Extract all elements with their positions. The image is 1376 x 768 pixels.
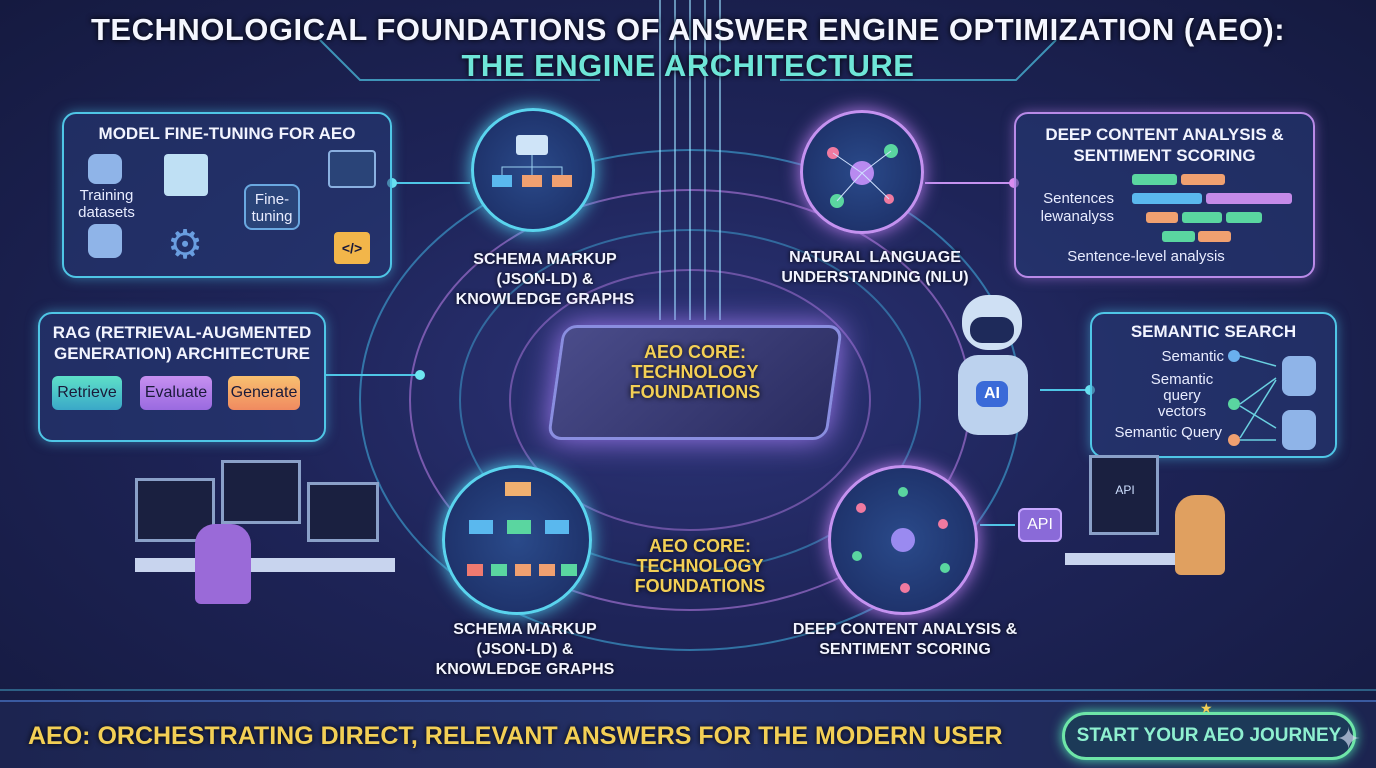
nlu-node — [800, 110, 924, 234]
deep-content-panel: DEEP CONTENT ANALYSIS & SENTIMENT SCORIN… — [1014, 112, 1315, 278]
analysis-label: lewanalyss — [1040, 208, 1114, 225]
sentence-bar — [1182, 212, 1222, 223]
desk — [135, 558, 395, 572]
schema-graph-node-top — [471, 108, 595, 232]
fine-tuning-panel: MODEL FINE-TUNING FOR AEO Training datas… — [62, 112, 392, 278]
sparkle-watermark-icon: ✦ — [1336, 723, 1362, 756]
generate-step: Generate — [228, 376, 300, 410]
core-lower-label: AEO CORE: TECHNOLOGY FOUNDATIONS — [634, 536, 766, 596]
ai-badge: AI — [976, 381, 1008, 407]
deep-content-node — [828, 465, 978, 615]
sentences-label: Sentences — [1043, 190, 1114, 207]
fine-tuning-title: MODEL FINE-TUNING FOR AEO — [98, 124, 356, 143]
chat-output-icon — [328, 150, 376, 188]
core-chip-label: AEO CORE: TECHNOLOGY FOUNDATIONS — [629, 342, 761, 402]
database-icon — [88, 224, 122, 258]
sentence-level-caption: Sentence-level analysis — [1067, 248, 1225, 265]
monitor — [307, 482, 379, 542]
sentence-bar — [1162, 231, 1195, 242]
rag-panel: RAG (RETRIEVAL-AUGMENTED GENERATION) ARC… — [38, 312, 326, 442]
api-badge: API — [1018, 508, 1062, 542]
start-journey-button[interactable]: START YOUR AEO JOURNEY — [1062, 712, 1356, 760]
ai-robot: AI — [950, 295, 1040, 495]
sentence-bar — [1132, 193, 1202, 204]
rag-title: RAG (RETRIEVAL-AUGMENTED GENERATION) ARC… — [52, 323, 312, 363]
query-vectors-input: Semantic query vectors — [1150, 371, 1214, 420]
semantic-search-panel: SEMANTIC SEARCH Semantic Semantic query … — [1090, 312, 1337, 458]
developer-person — [195, 524, 251, 604]
sparkle-icon: ★ — [1200, 700, 1213, 716]
title-line1: TECHNOLOGICAL FOUNDATIONS OF ANSWER ENGI… — [90, 12, 1286, 47]
sentence-bar — [1146, 212, 1178, 223]
semantic-input: Semantic — [1161, 348, 1224, 365]
database-icon — [88, 154, 122, 184]
sentence-bar — [1226, 212, 1262, 223]
network-icon — [852, 487, 950, 593]
analyst-person — [1175, 495, 1225, 575]
schema-graph-node-bottom — [442, 465, 592, 615]
nlu-label: NATURAL LANGUAGE UNDERSTANDING (NLU) — [781, 249, 969, 286]
semantic-query-input: Semantic Query — [1114, 424, 1222, 441]
training-datasets-label: Training datasets — [78, 187, 135, 221]
sentence-bar — [1198, 231, 1231, 242]
schema-label-top: SCHEMA MARKUP (JSON-LD) & KNOWLEDGE GRAP… — [455, 251, 635, 308]
sentence-bar — [1206, 193, 1292, 204]
gear-icon: ⚙ — [167, 223, 203, 267]
schema-label-bottom: SCHEMA MARKUP (JSON-LD) & KNOWLEDGE GRAP… — [435, 621, 615, 678]
deep-content-label: DEEP CONTENT ANALYSIS & SENTIMENT SCORIN… — [792, 621, 1018, 658]
sentence-bar — [1132, 174, 1177, 185]
fine-tuning-step: Fine-tuning — [244, 184, 300, 230]
document-icon — [164, 154, 208, 196]
monitor-api-label: API — [1115, 483, 1135, 497]
title-line2: THE ENGINE ARCHITECTURE — [461, 48, 915, 83]
hierarchy-icon — [467, 482, 577, 576]
neural-network-icon — [827, 144, 898, 208]
footer-tagline: AEO: ORCHESTRATING DIRECT, RELEVANT ANSW… — [28, 722, 1003, 750]
deep-content-title: DEEP CONTENT ANALYSIS & SENTIMENT SCORIN… — [1045, 125, 1284, 165]
evaluate-step: Evaluate — [140, 376, 212, 410]
robot-face — [970, 317, 1014, 343]
monitor — [221, 460, 301, 524]
vector-arrows — [1228, 350, 1316, 450]
code-icon: </> — [334, 232, 370, 264]
developer-workstation — [135, 460, 395, 690]
monitor — [1089, 455, 1159, 535]
analyst-workstation: API — [1065, 455, 1265, 685]
retrieve-step: Retrieve — [52, 376, 122, 410]
sentence-bar — [1181, 174, 1225, 185]
semantic-search-title: SEMANTIC SEARCH — [1130, 322, 1297, 341]
hierarchy-icon — [492, 135, 572, 187]
